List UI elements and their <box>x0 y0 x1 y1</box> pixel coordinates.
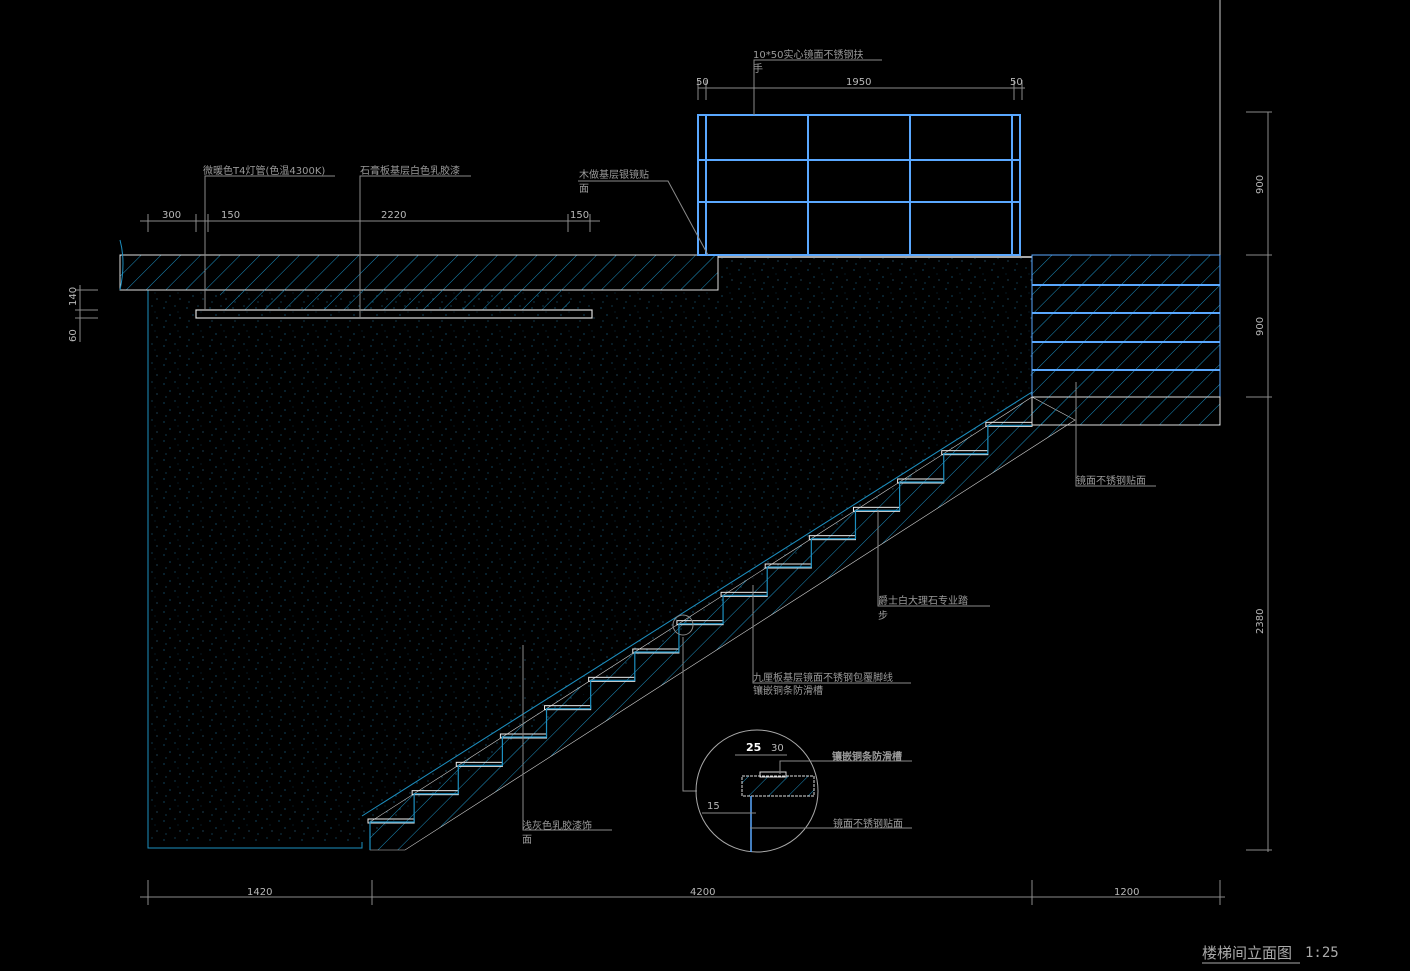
light-fixture <box>195 309 593 319</box>
dim-railing-50a: 50 <box>696 77 709 88</box>
note-tread-1: 爵士白大理石专业踏 <box>878 594 968 607</box>
note-light: 微暖色T4灯管(色温4300K) <box>203 164 325 177</box>
dim-ceiling-150b: 150 <box>570 210 589 221</box>
stair-rake-line <box>361 391 1033 817</box>
dim-right-2380: 2380 <box>1255 609 1266 634</box>
detail-dim-15: 15 <box>707 801 720 812</box>
stair-profile <box>369 424 1032 850</box>
dim-right-900b: 900 <box>1255 317 1266 336</box>
note-ceiling: 石膏板基层白色乳胶漆 <box>360 164 460 177</box>
note-skirting-1: 九厘板基层镜面不锈钢包覆脚线 <box>753 671 893 684</box>
note-wall-2: 面 <box>522 835 532 846</box>
dim-60: 60 <box>68 329 79 342</box>
detail-note-groove: 镶嵌铜条防滑槽 <box>832 750 902 763</box>
ceiling-slab <box>119 254 719 291</box>
note-landing: 镜面不锈钢贴面 <box>1076 474 1146 487</box>
dim-140: 140 <box>68 287 79 306</box>
glass-railing <box>697 114 1021 256</box>
ceiling-drop <box>220 290 570 310</box>
drawing-title: 楼梯间立面图 <box>1202 944 1292 962</box>
dim-railing-1950: 1950 <box>846 77 871 88</box>
note-wood-base-2: 面 <box>579 184 589 195</box>
dim-ceiling-150a: 150 <box>221 210 240 221</box>
dim-ceiling-2220: 2220 <box>381 210 406 221</box>
detail-callout <box>695 729 912 853</box>
note-handrail-1: 10*50实心镜面不锈钢扶 <box>753 48 863 61</box>
detail-note-face: 镜面不锈钢贴面 <box>833 817 903 830</box>
dim-bottom-1420: 1420 <box>247 887 272 898</box>
note-tread-2: 步 <box>878 610 888 622</box>
note-wall-1: 浅灰色乳胶漆饰 <box>522 819 592 832</box>
wall-finish-area <box>148 258 1032 842</box>
ceiling-dimension-line <box>75 80 1272 905</box>
dim-railing-50b: 50 <box>1010 77 1023 88</box>
dim-bottom-1200: 1200 <box>1114 887 1139 898</box>
leader-lines <box>204 59 1156 831</box>
dim-ceiling-300: 300 <box>162 210 181 221</box>
dim-bottom-4200: 4200 <box>690 887 715 898</box>
detail-dim-30: 30 <box>771 743 784 754</box>
right-wall-block <box>1031 0 1221 426</box>
drawing-scale: 1:25 <box>1305 945 1339 961</box>
note-handrail-2: 手 <box>753 62 763 75</box>
note-skirting-2: 镶嵌铜条防滑槽 <box>753 684 823 697</box>
detail-dim-25: 25 <box>746 741 761 754</box>
dim-right-900a: 900 <box>1255 175 1266 194</box>
wall-outline <box>147 290 363 849</box>
note-wood-base-1: 木做基层银镜贴 <box>579 168 649 181</box>
